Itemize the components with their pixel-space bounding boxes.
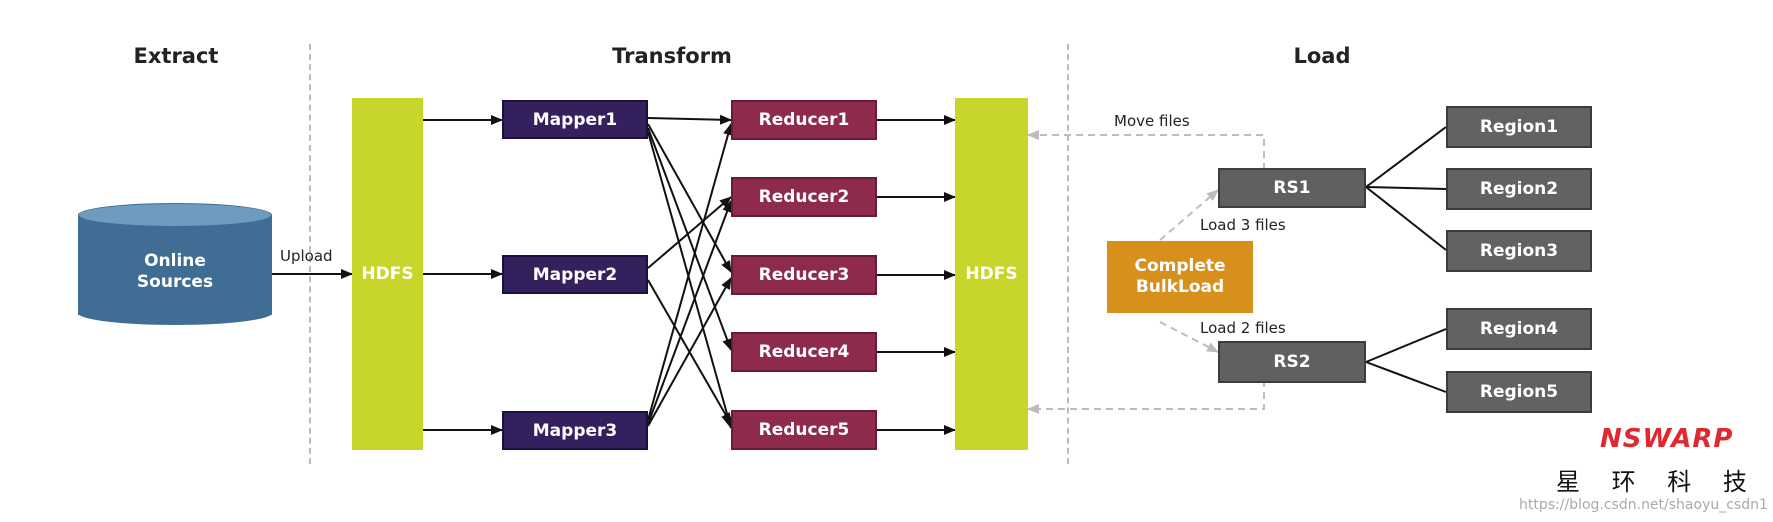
m1-r3 [647,123,732,273]
region3-label: Region3 [1479,241,1559,261]
hdfs-right: HDFS [955,98,1028,450]
mapper1-box: Mapper1 [502,100,648,139]
database-body [78,215,272,315]
bulkload-to-rs1-arrow [1159,189,1219,241]
region4-box: Region4 [1446,308,1592,350]
extract-section-title: Extract [133,44,219,68]
transform-section-title: Transform [612,44,732,68]
region2-label: Region2 [1479,179,1559,199]
rs1-move-files-arrow [1027,130,1265,170]
load-3-files-label: Load 3 files [1200,216,1286,234]
transform-load-divider [1067,44,1069,464]
rs2-move-files-arrow [1027,380,1265,414]
bulkload-to-rs2-arrow [1159,321,1219,353]
rs2-region4 [1365,328,1447,363]
reducer3-label: Reducer3 [758,265,850,285]
online-sources-database: Online Sources [78,203,272,325]
extract-transform-divider [309,44,311,464]
region2-box: Region2 [1446,168,1592,210]
load-2-files-label: Load 2 files [1200,319,1286,337]
database-label: Online Sources [78,251,272,293]
transwarp-logo: NSWARP [1600,424,1734,454]
rs1-region2 [1365,186,1447,190]
database-label-line1: Online [144,251,206,271]
reducer4-label: Reducer4 [758,342,850,362]
region5-label: Region5 [1479,382,1559,402]
bulkload-text: Complete BulkLoad [1134,256,1225,298]
region3-box: Region3 [1446,230,1592,272]
bulkload-line1: Complete [1134,256,1226,276]
transwarp-logo-chinese: 星 环 科 技 [1556,468,1759,496]
m1-r1 [647,114,732,125]
database-label-line2: Sources [136,272,214,292]
reducer1-label: Reducer1 [758,110,850,130]
reducer5-label: Reducer5 [758,420,850,440]
region5-box: Region5 [1446,371,1592,413]
rs1-label: RS1 [1273,178,1311,198]
rs2-box: RS2 [1218,341,1366,383]
reducer1-box: Reducer1 [731,100,877,140]
reducer2-box: Reducer2 [731,177,877,217]
rs1-region3 [1365,186,1447,251]
mapper2-box: Mapper2 [502,255,648,294]
bulkload-line2: BulkLoad [1135,277,1225,297]
database-top [78,203,272,227]
reducer4-box: Reducer4 [731,332,877,372]
load-section-title: Load [1293,44,1351,68]
upload-label: Upload [280,247,333,265]
hdfs-left: HDFS [352,98,423,450]
region4-label: Region4 [1479,319,1559,339]
reducer2-label: Reducer2 [758,187,850,207]
rs2-label: RS2 [1273,352,1311,372]
region1-box: Region1 [1446,106,1592,148]
mapper2-label: Mapper2 [532,264,618,285]
move-files-label: Move files [1114,112,1190,130]
m1-r4 [647,127,732,351]
rs1-region1 [1365,126,1447,188]
m3-r3 [647,277,732,427]
m3-r2 [647,200,732,425]
region1-label: Region1 [1479,117,1559,137]
m3-r1 [647,123,733,421]
m1-r5 [647,131,733,429]
complete-bulkload-box: Complete BulkLoad [1107,241,1253,313]
m2-r2 [647,196,732,269]
csdn-watermark: https://blog.csdn.net/shaoyu_csdn1 [1519,497,1768,513]
reducer5-box: Reducer5 [731,410,877,450]
mapper3-box: Mapper3 [502,411,648,450]
rs2-region5 [1365,361,1447,393]
mapper3-label: Mapper3 [532,420,618,441]
rs1-box: RS1 [1218,168,1366,208]
hdfs-left-label: HDFS [361,264,414,284]
hdfs-right-label: HDFS [965,264,1018,284]
mapper1-label: Mapper1 [532,109,618,130]
reducer3-box: Reducer3 [731,255,877,295]
